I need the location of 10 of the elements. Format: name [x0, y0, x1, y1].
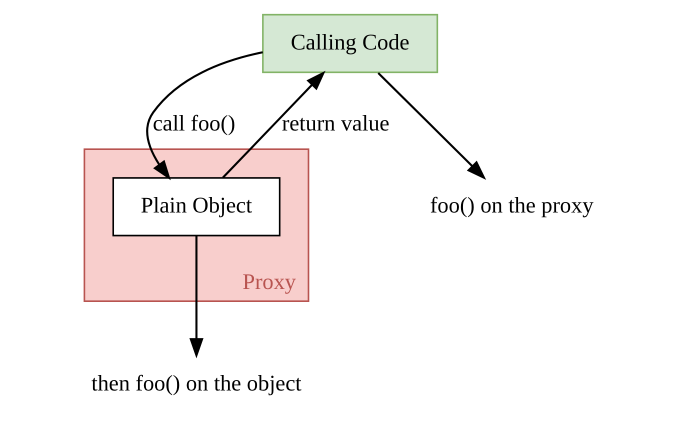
arrow [188, 236, 204, 358]
node-box: Calling Code [262, 14, 438, 74]
node-text: then foo() on the object [90, 370, 302, 396]
edge-label: return value [281, 110, 389, 136]
arrow [222, 70, 326, 178]
node-text: foo() on the proxy [429, 192, 594, 218]
edge-label: call foo() [152, 110, 235, 136]
arrow [146, 51, 263, 180]
arrow [377, 72, 486, 180]
node-box: Plain Object [112, 177, 280, 236]
